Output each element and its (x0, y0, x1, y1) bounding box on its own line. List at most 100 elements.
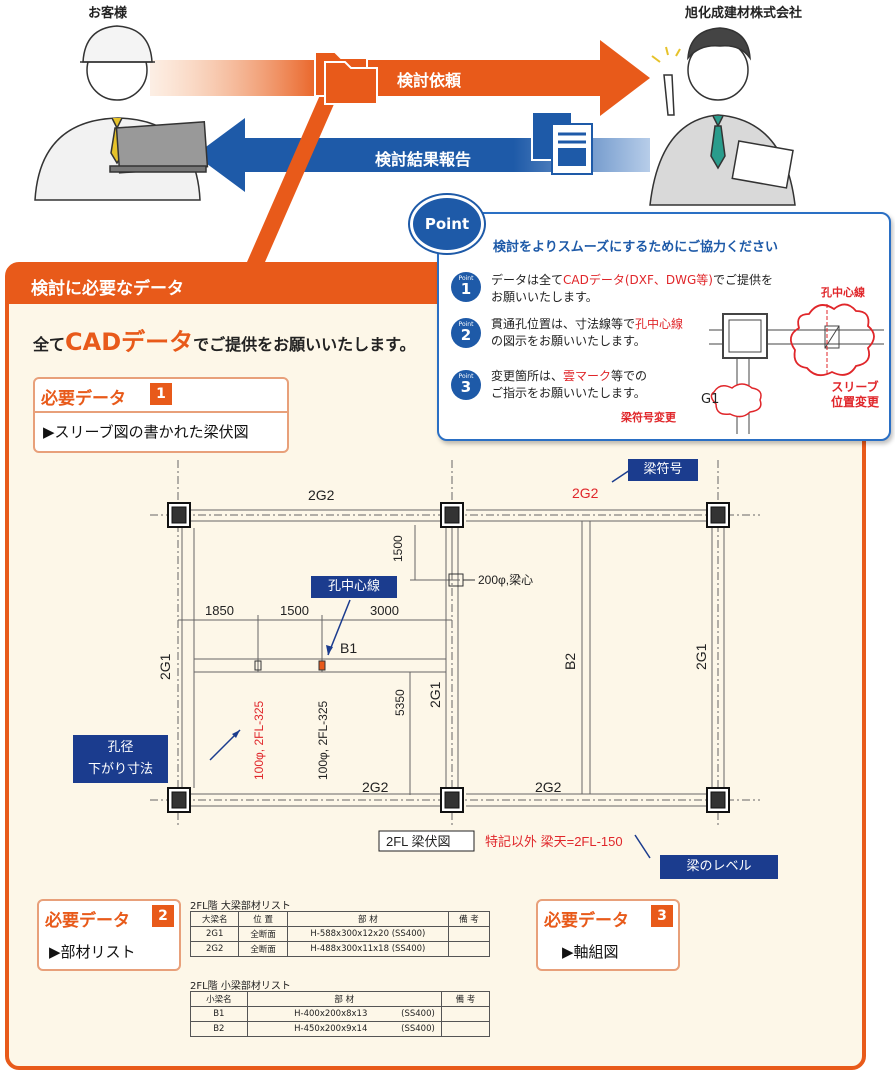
bbl-r0-c0: 2G1 (189, 926, 240, 942)
point-1-text-b: でご提供を (712, 273, 773, 287)
point-2-badge-label: Point (458, 321, 474, 328)
need-data-2-box: 必要データ 2 ▶部材リスト (37, 899, 181, 971)
sbl-r0-c1: H-400x200x8x13 (246, 1006, 374, 1022)
point-3-badge-label: Point (458, 373, 474, 380)
need-data-1-num: 1 (150, 383, 172, 405)
hole-2-label: 100φ, 2FL-325 (316, 701, 330, 780)
bbl-r0-c1: 全断面 (238, 926, 288, 942)
hole-diameter-callout-line1: 孔径 (107, 740, 134, 755)
bottom-2g2-b: 2G2 (535, 779, 562, 795)
bbl-r1-c1: 全断面 (238, 941, 288, 957)
sbl-r1-c2: (SS400) (373, 1021, 442, 1037)
point-1-text-a: データは全て (491, 273, 564, 287)
report-arrow (195, 118, 650, 192)
need-data-3-box: 必要データ 3 ▶軸組図 (536, 899, 680, 971)
point-title: 検討をよりスムーズにするためにご協力ください (493, 240, 778, 255)
bbl-h1: 位 置 (238, 911, 288, 927)
sbl-r1-c1: H-450x200x9x14 (246, 1021, 374, 1037)
b1-label: B1 (340, 640, 357, 656)
sbl-r0-c3 (440, 1006, 491, 1022)
report-arrow-label: 検討結果報告 (375, 150, 472, 169)
subtitle-cad: CADデータ (65, 328, 194, 356)
point-1-text-red: CADデータ(DXF、DWG等) (563, 273, 713, 287)
table-row: B1 H-400x200x8x13 (SS400) (190, 1006, 491, 1022)
mid-2g1-label: 2G1 (427, 681, 443, 708)
point-3-num: 3 (460, 378, 472, 396)
folder-icon (314, 51, 378, 105)
sketch-hole-center-label: 孔中心線 (821, 286, 865, 299)
bbl-h3: 備 考 (447, 911, 491, 927)
bbl-r1-c3 (447, 941, 491, 957)
sbl-r1-c3 (440, 1021, 491, 1037)
point-2-text-a: 貫通孔位置は、寸法線等で (491, 317, 636, 331)
sketch-beam-symbol-change: 梁符号変更 (621, 411, 676, 424)
dim-1500-v: 1500 (391, 535, 405, 562)
sbl-h3: 備 考 (440, 991, 491, 1007)
sbl-r0-c0: B1 (190, 1006, 248, 1022)
hole-1-label: 100φ, 2FL-325 (252, 701, 266, 780)
bbl-r0-c3 (447, 926, 491, 942)
need-data-3-label: 必要データ (544, 911, 629, 931)
point-1-text: データは全てCADデータ(DXF、DWG等)でご提供を お願いいたします。 (491, 272, 773, 306)
sketch-sleeve-change-1: スリーブ (831, 380, 879, 394)
request-arrow-label: 検討依頼 (397, 71, 462, 90)
request-arrow (150, 40, 650, 116)
b2-label: B2 (562, 653, 578, 670)
beam-level-callout: 梁のレベル (660, 855, 778, 879)
sketch-sleeve-change: スリーブ 位置変更 (831, 380, 879, 410)
sbl-r0-c2: (SS400) (373, 1006, 442, 1022)
point-2-text-red: 孔中心線 (635, 317, 684, 331)
customer-label: お客様 (88, 6, 128, 21)
hole-diameter-callout: 孔径 下がり寸法 (73, 735, 168, 783)
bbl-r1-c2: H-488x300x11x18 (SS400) (286, 941, 449, 957)
point-2-text: 貫通孔位置は、寸法線等で孔中心線 の図示をお願いいたします。 (491, 316, 683, 350)
point-1-num: 1 (460, 280, 472, 298)
sleeve-mark-2 (318, 660, 326, 671)
hole-diameter-callout-line2: 下がり寸法 (87, 762, 153, 777)
left-2g1-label: 2G1 (157, 653, 173, 680)
need-data-1-desc: ▶スリーブ図の書かれた梁伏図 (43, 423, 249, 441)
top-beam-label: 2G2 (308, 487, 335, 503)
level-note: 特記以外 梁天=2FL-150 (485, 834, 623, 849)
need-data-2-num: 2 (152, 905, 174, 927)
plan-title: 2FL 梁伏図 (386, 834, 451, 849)
hole-center-callout: 孔中心線 (311, 576, 397, 598)
sbl-r1-c0: B2 (190, 1021, 248, 1037)
subtitle-b: でご提供をお願いいたします。 (193, 335, 416, 354)
point-3-text-red: 雲マーク (563, 369, 612, 383)
bbl-r0-c2: H-588x300x12x20 (SS400) (286, 926, 449, 942)
sbl-h0: 小梁名 (190, 991, 248, 1007)
point-badge: Point (410, 195, 484, 253)
point-3-text-b: 等での (611, 369, 648, 383)
point-3-text-line2: ご指示をお願いいたします。 (491, 386, 646, 400)
table-row: 2G2 全断面 H-488x300x11x18 (SS400) (189, 941, 491, 957)
dim-5350: 5350 (393, 689, 407, 716)
dim-1850: 1850 (205, 603, 234, 618)
need-data-2-label: 必要データ (45, 911, 130, 931)
bottom-2g2-a: 2G2 (362, 779, 389, 795)
panel-subtitle: 全てCADデータでご提供をお願いいたします。 (33, 322, 416, 357)
sbl-h1: 部 材 (246, 991, 442, 1007)
small-beam-list-table: 小梁名 部 材 備 考 B1 H-400x200x8x13 (SS400) B2… (190, 991, 491, 1037)
need-data-3-num: 3 (651, 905, 673, 927)
point-2-num: 2 (460, 326, 472, 344)
table-row: B2 H-450x200x9x14 (SS400) (190, 1021, 491, 1037)
bbl-r1-c0: 2G2 (189, 941, 240, 957)
bbl-h0: 大梁名 (189, 911, 240, 927)
documents-icon (531, 111, 593, 175)
dim-1500: 1500 (280, 603, 309, 618)
need-data-2-desc: ▶部材リスト (49, 943, 136, 961)
point-3-text-a: 変更箇所は、 (491, 369, 564, 383)
big-beam-list-caption: 2FL階 大梁部材リスト (190, 901, 291, 912)
top-illustration (34, 25, 796, 262)
point-sketch (709, 303, 884, 434)
beam-plan-drawing: 2G2 2G2 1500 200φ,梁心 1850 1500 3000 B1 B… (150, 460, 760, 859)
beam-symbol-callout: 梁符号 (628, 459, 698, 481)
point-2-text-line2: の図示をお願いいたします。 (491, 334, 646, 348)
company-label: 旭化成建材株式会社 (685, 6, 803, 21)
sleeve-mark-1 (254, 660, 262, 671)
g1-cloud (710, 383, 762, 418)
